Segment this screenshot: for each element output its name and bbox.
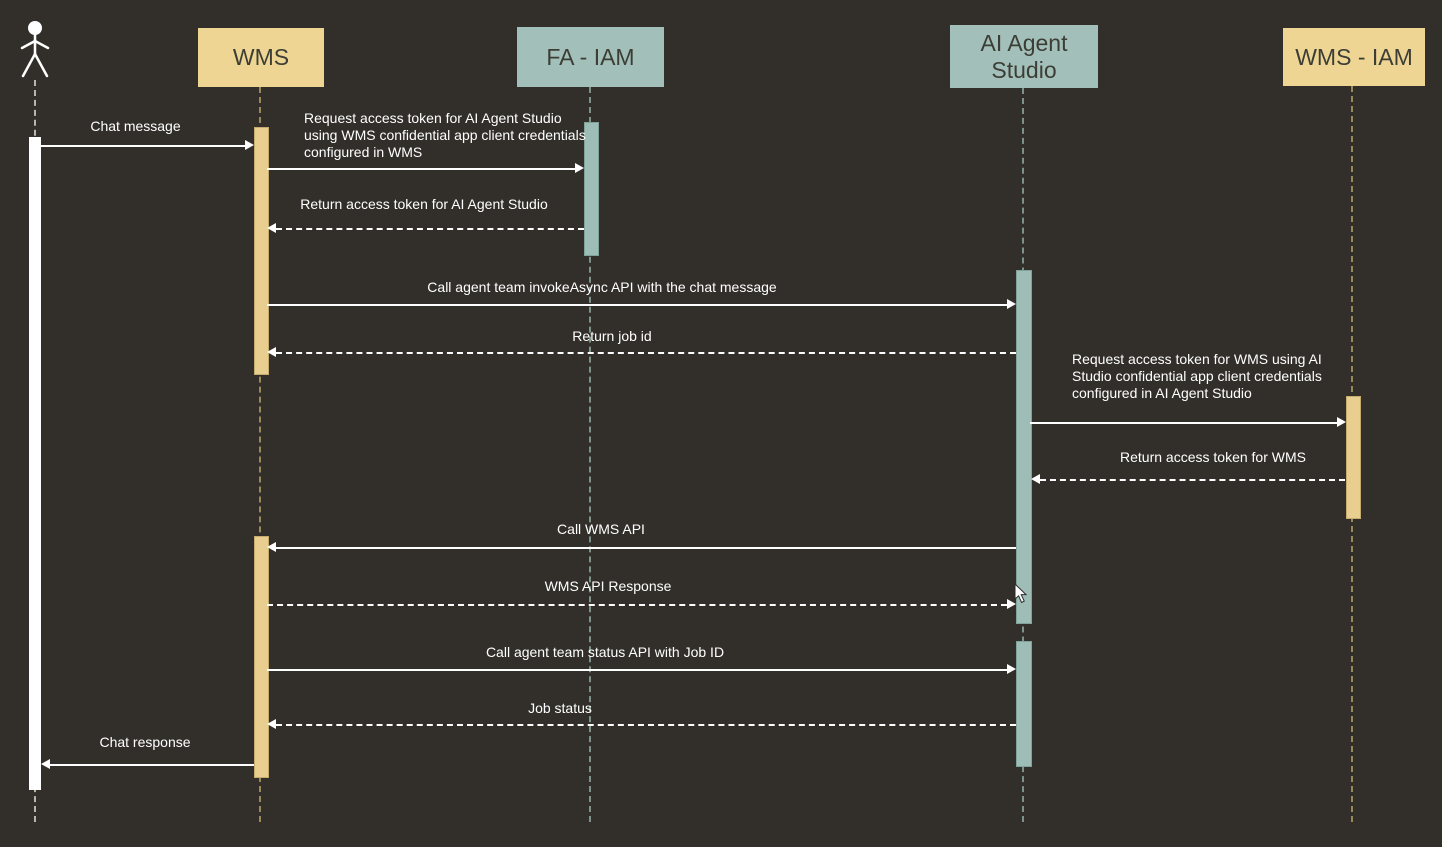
message-line-request-token-fa [267,168,575,170]
actor-stick-figure [20,21,50,78]
message-line-return-job-id [276,352,1016,354]
participant-wms: WMS [198,28,324,87]
activation-ai-agent-studio-1 [1016,270,1032,624]
message-line-invoke-async [267,304,1007,306]
lifeline-fa-iam [589,87,591,822]
activation-wms-1 [254,127,269,375]
message-line-wms-api-response [267,604,1007,606]
lifeline-wms [259,87,261,822]
arrowhead-icon [267,719,276,729]
message-label-request-token-wms: Request access token for WMS using AI St… [1072,351,1322,401]
message-line-job-status [276,724,1016,726]
message-line-chat-response [50,764,254,766]
activation-wms-2 [254,536,269,778]
message-label-chat-response: Chat response [99,734,191,750]
arrowhead-icon [245,140,254,150]
activation-ai-agent-studio-2 [1016,641,1032,767]
participant-wms-iam: WMS - IAM [1283,28,1425,86]
message-line-status-api [267,669,1007,671]
message-label-request-token-fa: Request access token for AI Agent Studio… [304,110,586,160]
participant-ai-agent-studio-label: AI Agent Studio [980,30,1068,83]
participant-wms-label: WMS [232,44,290,71]
arrowhead-icon [267,542,276,552]
message-label-chat-message: Chat message [90,118,181,134]
arrowhead-icon [1031,474,1040,484]
arrowhead-icon [1007,664,1016,674]
arrowhead-icon [1337,417,1346,427]
message-label-invoke-async: Call agent team invokeAsync API with the… [427,279,777,295]
arrowhead-icon [1007,299,1016,309]
activation-fa-iam [584,122,599,256]
arrowhead-icon [267,347,276,357]
message-line-request-token-wms [1030,422,1337,424]
arrowhead-icon [41,759,50,769]
arrowhead-icon [267,223,276,233]
activation-wms-iam [1346,396,1361,519]
participant-fa-iam: FA - IAM [517,27,664,87]
message-line-return-token-fa [276,228,584,230]
message-label-return-job-id: Return job id [572,328,652,344]
message-label-return-token-wms: Return access token for WMS [1120,449,1306,465]
message-line-call-wms-api [276,547,1016,549]
message-label-call-wms-api: Call WMS API [557,521,645,537]
arrowhead-icon [1007,599,1016,609]
mouse-cursor-icon [1014,583,1028,604]
participant-wms-iam-label: WMS - IAM [1295,43,1413,70]
participant-fa-iam-label: FA - IAM [546,43,635,70]
message-label-return-token-fa: Return access token for AI Agent Studio [300,196,548,212]
message-line-return-token-wms [1040,479,1345,481]
message-line-chat-message [41,145,246,147]
participant-ai-agent-studio: AI Agent Studio [950,25,1098,88]
arrowhead-icon [575,163,584,173]
message-label-wms-api-response: WMS API Response [544,578,672,594]
message-label-status-api: Call agent team status API with Job ID [485,644,725,660]
activation-user [29,137,41,790]
message-label-job-status: Job status [528,700,592,716]
